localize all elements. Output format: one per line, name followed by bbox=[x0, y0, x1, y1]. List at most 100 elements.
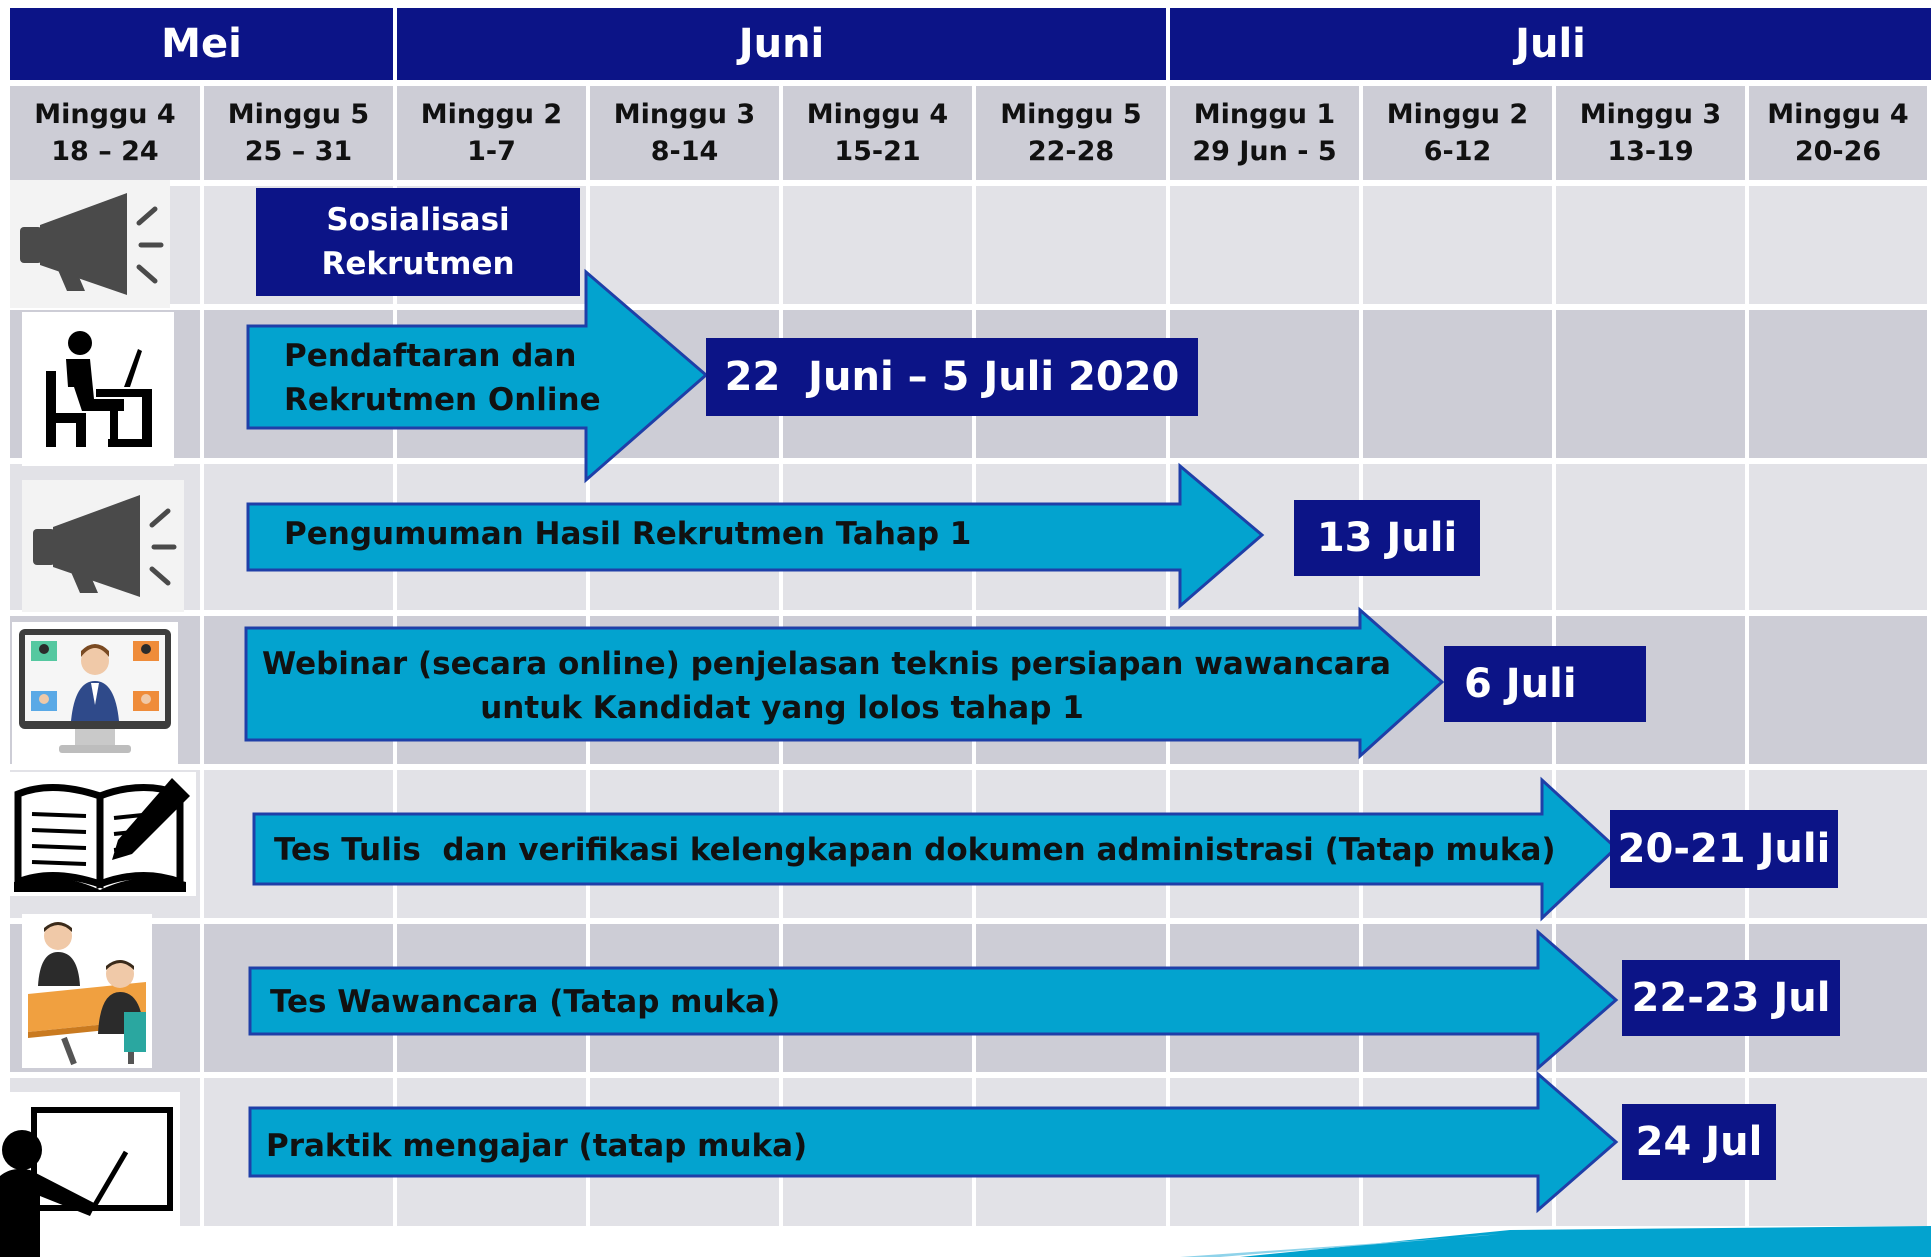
arrow-pendaftaran bbox=[246, 268, 709, 484]
row-2-icon-box bbox=[22, 312, 174, 466]
row-3-icon-box bbox=[22, 480, 184, 612]
pendaftaran-line-2: Rekrutmen Online bbox=[284, 382, 601, 418]
week-name: Minggu 4 bbox=[806, 99, 949, 130]
grid-cell bbox=[1170, 186, 1359, 304]
pengumuman-date: 13 Juli bbox=[1316, 515, 1458, 561]
pendaftaran-label: Pendaftaran dan Rekrutmen Online bbox=[284, 334, 601, 422]
week-name: Minggu 5 bbox=[1000, 99, 1142, 130]
praktik-mengajar-date-box: 24 Jul bbox=[1622, 1104, 1776, 1180]
week-range: 6-12 bbox=[1423, 136, 1492, 167]
week-name: Minggu 4 bbox=[34, 99, 176, 130]
megaphone-icon bbox=[20, 193, 164, 295]
pendaftaran-date: 22 Juni – 5 Juli 2020 bbox=[724, 354, 1180, 400]
webinar-date-box: 6 Juli bbox=[1444, 646, 1646, 722]
book-and-pencil-icon bbox=[14, 778, 190, 892]
row-4-icon-box bbox=[12, 622, 178, 764]
month-header-juli: Juli bbox=[1170, 8, 1931, 80]
week-header-8: Minggu 2 6-12 bbox=[1363, 86, 1552, 180]
week-name: Minggu 1 bbox=[1193, 99, 1336, 130]
person-at-computer-icon bbox=[46, 331, 152, 447]
week-range: 8-14 bbox=[650, 136, 719, 167]
month-header-juni: Juni bbox=[397, 8, 1166, 80]
decorative-swoosh bbox=[1180, 1226, 1931, 1257]
month-header-mei: Mei bbox=[10, 8, 393, 80]
row-1-icon-box bbox=[10, 180, 170, 308]
week-range: 1-7 bbox=[467, 136, 516, 167]
week-header-3: Minggu 2 1-7 bbox=[397, 86, 586, 180]
arrow-pengumuman bbox=[246, 462, 1265, 610]
tes-wawancara-date: 22-23 Jul bbox=[1631, 975, 1831, 1021]
teacher-at-board-icon bbox=[0, 1107, 173, 1257]
praktik-mengajar-label: Praktik mengajar (tatap muka) bbox=[266, 1124, 807, 1168]
grid-cell bbox=[1556, 310, 1745, 458]
grid-cell bbox=[1363, 186, 1552, 304]
week-name: Minggu 5 bbox=[227, 99, 370, 130]
week-name: Minggu 3 bbox=[613, 99, 756, 130]
grid-cell bbox=[1749, 1078, 1927, 1226]
week-header-6: Minggu 5 22-28 bbox=[976, 86, 1166, 180]
sosialisasi-box: Sosialisasi Rekrutmen bbox=[256, 188, 580, 296]
tes-wawancara-date-box: 22-23 Jul bbox=[1622, 960, 1840, 1036]
week-header-9: Minggu 3 13-19 bbox=[1556, 86, 1745, 180]
pengumuman-label: Pengumuman Hasil Rekrutmen Tahap 1 bbox=[284, 512, 971, 556]
week-header-5: Minggu 4 15-21 bbox=[783, 86, 972, 180]
week-name: Minggu 4 bbox=[1767, 99, 1909, 130]
arrow-tes-wawancara bbox=[248, 928, 1619, 1072]
week-header-2: Minggu 5 25 – 31 bbox=[204, 86, 393, 180]
arrow-praktik-mengajar bbox=[248, 1070, 1619, 1214]
grid-cell bbox=[1556, 464, 1745, 610]
sosialisasi-line-1: Sosialisasi bbox=[326, 202, 510, 238]
grid-cell bbox=[1170, 310, 1359, 458]
week-range: 20-26 bbox=[1794, 136, 1882, 167]
webinar-line-2: untuk Kandidat yang lolos tahap 1 bbox=[480, 690, 1084, 726]
week-range: 29 Jun - 5 bbox=[1192, 136, 1337, 167]
row-7-icon-box bbox=[0, 1092, 180, 1257]
week-range: 15-21 bbox=[834, 136, 921, 167]
week-name: Minggu 3 bbox=[1579, 99, 1722, 130]
grid-cell bbox=[590, 186, 779, 304]
video-conference-icon bbox=[19, 629, 171, 753]
tes-wawancara-line-1: Tes Wawancara (Tatap muka) bbox=[270, 984, 781, 1020]
grid-cell bbox=[1749, 616, 1927, 764]
tes-wawancara-label: Tes Wawancara (Tatap muka) bbox=[270, 980, 780, 1024]
tes-tulis-label: Tes Tulis dan verifikasi kelengkapan dok… bbox=[274, 828, 1556, 872]
pendaftaran-date-box: 22 Juni – 5 Juli 2020 bbox=[706, 338, 1198, 416]
week-range: 22-28 bbox=[1027, 136, 1115, 167]
week-range: 25 – 31 bbox=[244, 136, 353, 167]
tes-tulis-date: 20-21 Juli bbox=[1617, 826, 1831, 872]
week-header-10: Minggu 4 20-26 bbox=[1749, 86, 1927, 180]
praktik-mengajar-date: 24 Jul bbox=[1635, 1119, 1763, 1165]
tes-tulis-date-box: 20-21 Juli bbox=[1610, 810, 1838, 888]
webinar-label: Webinar (secara online) penjelasan tekni… bbox=[262, 642, 1391, 730]
week-range: 18 – 24 bbox=[51, 136, 159, 167]
week-header-1: Minggu 4 18 – 24 bbox=[10, 86, 200, 180]
week-name: Minggu 2 bbox=[1386, 99, 1529, 130]
row-6-icon-box bbox=[22, 914, 152, 1068]
grid-cell bbox=[1749, 186, 1927, 304]
grid-cell bbox=[783, 186, 972, 304]
grid-cell bbox=[1363, 310, 1552, 458]
arrow-tes-tulis bbox=[252, 776, 1619, 922]
pengumuman-line-1: Pengumuman Hasil Rekrutmen Tahap 1 bbox=[284, 516, 972, 552]
webinar-date: 6 Juli bbox=[1464, 661, 1577, 707]
grid-cell bbox=[1749, 310, 1927, 458]
tes-tulis-line-1: Tes Tulis dan verifikasi kelengkapan dok… bbox=[274, 832, 1556, 868]
pengumuman-date-box: 13 Juli bbox=[1294, 500, 1480, 576]
webinar-line-1: Webinar (secara online) penjelasan tekni… bbox=[262, 646, 1391, 682]
interview-icon bbox=[28, 922, 146, 1066]
week-header-7: Minggu 1 29 Jun - 5 bbox=[1170, 86, 1359, 180]
sosialisasi-line-2: Rekrutmen bbox=[321, 246, 515, 282]
grid-cell bbox=[1556, 186, 1745, 304]
week-header-4: Minggu 3 8-14 bbox=[590, 86, 779, 180]
arrow-webinar bbox=[244, 606, 1445, 760]
grid-cell bbox=[976, 186, 1166, 304]
grid-cell bbox=[1749, 464, 1927, 610]
row-5-icon-box bbox=[10, 772, 196, 896]
praktik-mengajar-line-1: Praktik mengajar (tatap muka) bbox=[266, 1128, 808, 1164]
week-name: Minggu 2 bbox=[420, 99, 563, 130]
week-range: 13-19 bbox=[1607, 136, 1694, 167]
pendaftaran-line-1: Pendaftaran dan bbox=[284, 338, 577, 374]
megaphone-icon bbox=[33, 495, 177, 597]
